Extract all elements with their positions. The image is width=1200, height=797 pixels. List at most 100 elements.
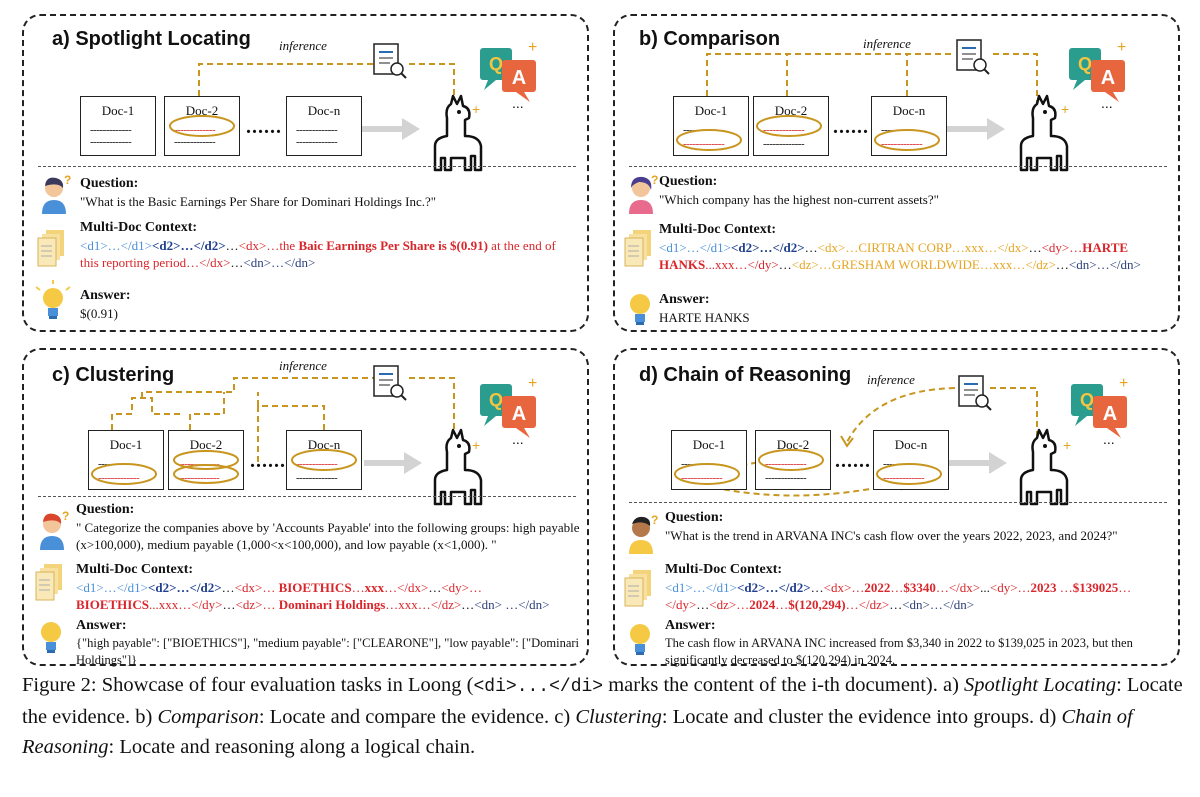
answer-label: Answer: [80,288,131,303]
answer-text: $(0.91) [80,306,118,321]
context-segment: Dominari Holdings [278,597,386,612]
svg-text:?: ? [64,173,71,187]
inference-label: inference [867,372,915,387]
svg-text:A: A [512,403,526,425]
lightbulb-icon [35,280,71,319]
context-segment: … [810,580,824,595]
doc-label: Doc-n [894,437,928,452]
document-search-icon [373,43,407,79]
caption-task-1: Spotlight Locating [964,674,1117,696]
context-segment: …</dz> [845,597,890,612]
llama-icon [433,94,483,172]
divider [629,502,1167,503]
caption-task-3: Clustering [575,706,662,728]
answer-label: Answer: [659,292,710,307]
context-label: Multi-Doc Context: [665,562,783,577]
context-segment: … [804,240,818,255]
answer-label: Answer: [665,618,716,633]
svg-text:...: ... [1103,431,1115,447]
question-person-icon: ? [40,509,69,550]
svg-text:+: + [1061,101,1069,117]
svg-text:A: A [1103,403,1117,425]
question-label: Question: [80,176,139,191]
arrow-icon [949,452,1007,474]
doc-label: Doc-n [307,103,341,118]
svg-text:Q: Q [1078,54,1092,74]
question-text: " Categorize the companies above by 'Acc… [76,520,580,552]
caption-desc-4: : Locate and reasoning along a logical c… [108,736,476,758]
context-segment: <dn>…</dn> [902,597,975,612]
doc-label: Doc-1 [101,103,135,118]
question-label: Question: [76,502,135,517]
document-search-icon [958,375,992,411]
arrow-icon [362,118,420,140]
caption-mid: marks the content of the i-th document).… [603,674,965,696]
context-segment: 2024 [749,597,776,612]
panel-title: c) Clustering [52,364,175,386]
doc-label: Doc-2 [774,103,808,118]
svg-text:Q: Q [489,390,503,410]
context-segment: … [778,257,792,272]
svg-text:+: + [528,375,537,392]
context-segment: ...xxx…</dy> [705,257,779,272]
svg-text:?: ? [651,173,658,187]
question-person-icon: ? [629,173,658,214]
document-card: Doc-2-------------------------- [164,96,240,156]
llama-icon [433,428,483,506]
context-segment: BIOETHICS [76,597,149,612]
context-segment: …</dx> [384,580,429,595]
question-text: "Which company has the highest non-curre… [659,192,939,207]
doc-label: Doc-1 [109,437,143,452]
doc-label: Doc-1 [692,437,726,452]
context-text: <d1>…</d1><d2>…</d2>…<dx>…the Baic Earni… [80,237,570,271]
document-card: Doc-2-------------------------- [753,96,829,156]
caption-task-4: Chain of Reasoning [22,706,1133,758]
context-segment: 2022 [864,580,891,595]
context-segment: … [1055,257,1069,272]
svg-text:A: A [512,67,526,89]
context-label: Multi-Doc Context: [80,220,198,235]
question-label: Question: [659,174,718,189]
document-stack-icon [37,230,64,267]
lightbulb-icon [630,294,650,325]
divider [38,166,576,167]
question-text: "What is the Basic Earnings Per Share fo… [80,194,437,209]
context-segment: … [775,597,789,612]
svg-text:...: ... [512,95,524,111]
context-text: <d1>…</d1><d2>…</d2>…<dx>… BIOETHICS…xxx… [76,579,581,613]
document-card: Doc-2-------------------------- [755,430,831,490]
context-segment: <dz>… [709,597,750,612]
llama-icon [1019,428,1069,506]
arrow-icon [947,118,1005,140]
document-stack-icon [624,230,651,267]
context-segment: <dn> …</dn> [474,597,550,612]
more-docs-dots: ...... [250,450,286,472]
caption-desc-2: : Locate and compare the evidence. c) [258,706,576,728]
context-segment: <d1>…</d1> [80,238,152,253]
context-segment: … [222,597,236,612]
context-segment: BIOETHICS [278,580,352,595]
context-segment: Baic Earnings Per Share is $(0.91) [298,238,488,253]
svg-text:...: ... [512,431,524,447]
question-person-icon: ? [42,173,71,214]
panel-spotlight-locating: a) Spotlight Locating inference Doc-1---… [22,14,589,332]
svg-text:Q: Q [1080,390,1094,410]
context-segment: $(120,294) [788,597,846,612]
qa-speech-bubble-icon: Q A + + ... [472,375,537,453]
context-segment: <d1>…</d1> [665,580,737,595]
qa-speech-bubble-icon: Q A + + ... [1061,39,1126,117]
context-label: Multi-Doc Context: [659,222,777,237]
document-card: Doc-1-------------------------- [80,96,156,156]
question-person-icon: ? [629,513,658,554]
context-segment: <dy>… [441,580,483,595]
svg-text:+: + [472,101,480,117]
context-text: <d1>…</d1><d2>…</d2>…<dx>…CIRTRAN CORP…x… [659,239,1174,273]
context-segment: <dn>…</dn> [243,255,316,270]
context-segment: … [428,580,442,595]
answer-text: The cash flow in ARVANA INC increased fr… [665,636,1133,667]
question-label: Question: [665,510,724,525]
doc-label: Doc-2 [185,103,219,118]
context-segment: <d2>…</d2> [151,238,226,253]
context-segment: … [225,238,239,253]
evidence-highlight [676,115,940,151]
